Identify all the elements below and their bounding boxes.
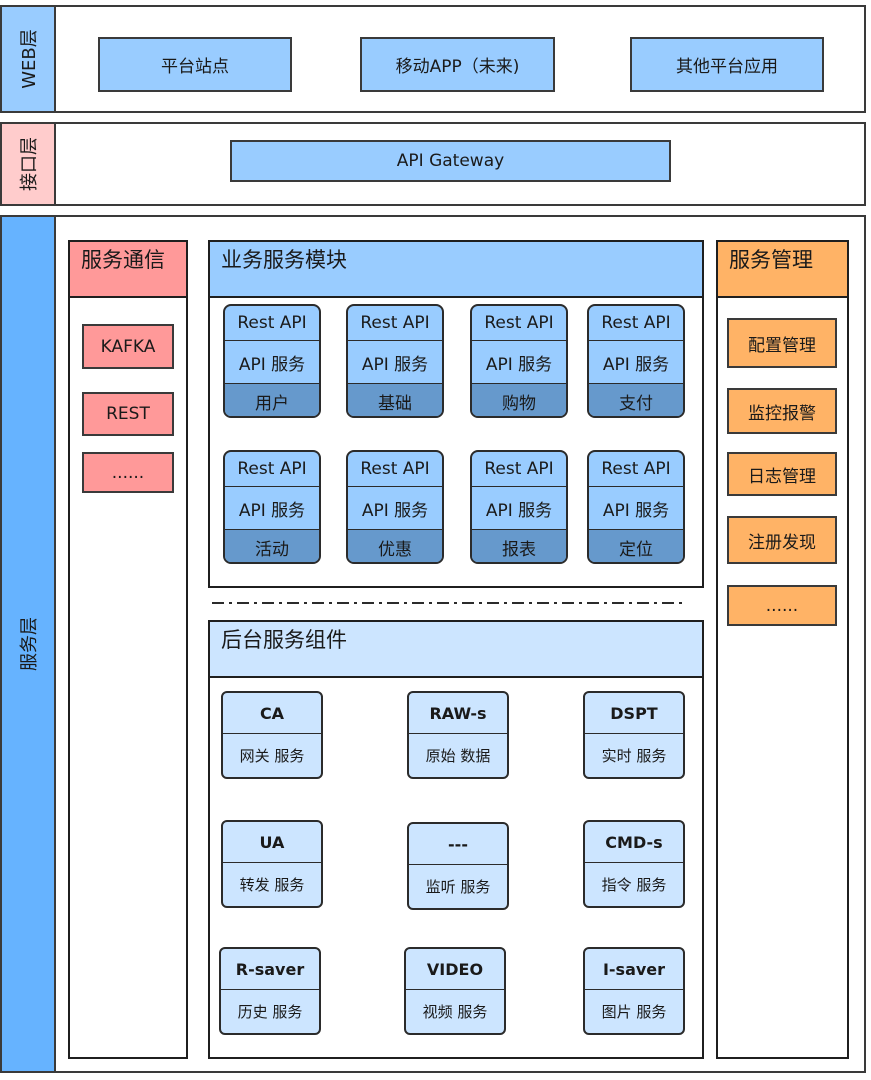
module-card: Rest API API 服务 支付 [587, 304, 685, 418]
component-desc: 图片 服务 [601, 1003, 667, 1021]
module-api-service: API 服务 [589, 487, 683, 530]
web-item-mobile-app: 移动APP（未来) [360, 37, 555, 92]
api-layer-label: 接口层 [0, 122, 56, 206]
component-name: R-saver [221, 949, 319, 990]
component-name: DSPT [585, 693, 683, 734]
module-api-service: API 服务 [225, 487, 319, 530]
mgmt-item-log: 日志管理 [727, 452, 837, 496]
module-api-service: API 服务 [472, 341, 566, 384]
web-item-other-platform: 其他平台应用 [630, 37, 824, 92]
module-rest-api: Rest API [225, 452, 319, 487]
component-name: RAW-s [409, 693, 507, 734]
component-desc: 网关 服务 [239, 747, 305, 765]
component-desc: 视频 服务 [422, 1003, 488, 1021]
module-name: 报表 [472, 530, 566, 562]
component-desc: 指令 服务 [601, 876, 667, 894]
component-card: CMD-s 指令 服务 [583, 820, 685, 908]
module-api-service: API 服务 [348, 487, 442, 530]
communication-title: 服务通信 [70, 242, 186, 298]
module-card: Rest API API 服务 优惠 [346, 450, 444, 564]
module-name: 活动 [225, 530, 319, 562]
web-layer-label: WEB层 [0, 5, 56, 113]
module-rest-api: Rest API [472, 452, 566, 487]
comm-item-more: ...... [82, 452, 174, 493]
module-card: Rest API API 服务 定位 [587, 450, 685, 564]
comm-item-rest: REST [82, 392, 174, 436]
component-card: CA 网关 服务 [221, 691, 323, 779]
component-name: CMD-s [585, 822, 683, 863]
mgmt-item-monitor: 监控报警 [727, 388, 837, 434]
component-desc: 监听 服务 [425, 878, 491, 896]
module-card: Rest API API 服务 用户 [223, 304, 321, 418]
api-layer-label-text: 接口层 [19, 137, 40, 191]
mgmt-item-config: 配置管理 [727, 318, 837, 368]
module-api-service: API 服务 [225, 341, 319, 384]
mgmt-item-more: ...... [727, 585, 837, 626]
business-title: 业务服务模块 [210, 242, 702, 298]
component-card: RAW-s 原始 数据 [407, 691, 509, 779]
web-item-platform-site: 平台站点 [98, 37, 292, 92]
mgmt-item-registry: 注册发现 [727, 516, 837, 564]
communication-panel: 服务通信 [68, 240, 188, 1059]
module-card: Rest API API 服务 购物 [470, 304, 568, 418]
service-layer-label: 服务层 [0, 215, 56, 1073]
module-name: 购物 [472, 384, 566, 416]
component-desc: 转发 服务 [239, 876, 305, 894]
component-card: VIDEO 视频 服务 [404, 947, 506, 1035]
component-name: CA [223, 693, 321, 734]
module-rest-api: Rest API [589, 306, 683, 341]
module-name: 优惠 [348, 530, 442, 562]
module-name: 定位 [589, 530, 683, 562]
component-desc: 原始 数据 [425, 747, 491, 765]
component-desc: 历史 服务 [237, 1003, 303, 1021]
module-card: Rest API API 服务 基础 [346, 304, 444, 418]
component-card: UA 转发 服务 [221, 820, 323, 908]
module-rest-api: Rest API [472, 306, 566, 341]
component-card: R-saver 历史 服务 [219, 947, 321, 1035]
component-name: VIDEO [406, 949, 504, 990]
component-desc: 实时 服务 [601, 747, 667, 765]
module-name: 支付 [589, 384, 683, 416]
component-name: --- [409, 824, 507, 865]
management-panel: 服务管理 [716, 240, 849, 1059]
backend-title: 后台服务组件 [210, 622, 702, 678]
module-card: Rest API API 服务 活动 [223, 450, 321, 564]
api-gateway-box: API Gateway [230, 140, 671, 182]
module-name: 基础 [348, 384, 442, 416]
module-name: 用户 [225, 384, 319, 416]
comm-item-kafka: KAFKA [82, 324, 174, 369]
component-name: UA [223, 822, 321, 863]
service-layer-label-text: 服务层 [19, 617, 40, 671]
management-title: 服务管理 [718, 242, 847, 298]
module-api-service: API 服务 [472, 487, 566, 530]
dash-dot-separator [212, 602, 682, 604]
component-card: I-saver 图片 服务 [583, 947, 685, 1035]
component-card: --- 监听 服务 [407, 822, 509, 910]
module-rest-api: Rest API [348, 452, 442, 487]
web-layer-label-text: WEB层 [19, 29, 40, 89]
module-rest-api: Rest API [348, 306, 442, 341]
module-api-service: API 服务 [348, 341, 442, 384]
component-name: I-saver [585, 949, 683, 990]
module-rest-api: Rest API [589, 452, 683, 487]
module-api-service: API 服务 [589, 341, 683, 384]
component-card: DSPT 实时 服务 [583, 691, 685, 779]
module-card: Rest API API 服务 报表 [470, 450, 568, 564]
module-rest-api: Rest API [225, 306, 319, 341]
